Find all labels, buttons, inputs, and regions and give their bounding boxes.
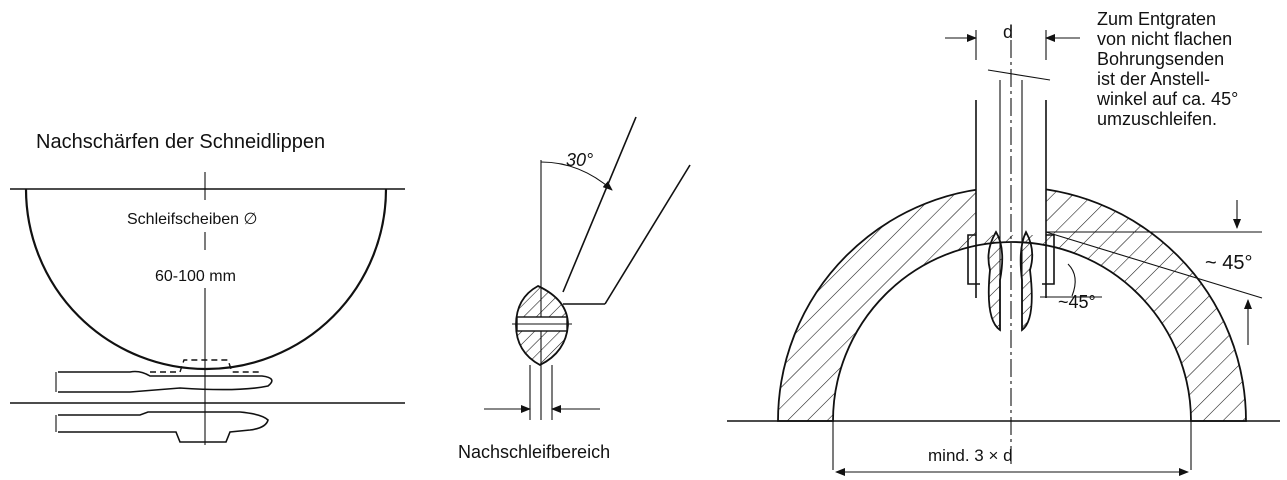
angle-inner-arc <box>1067 263 1076 297</box>
note-line-2: von nicht flachen <box>1097 29 1232 49</box>
cutter-dashed-profile <box>150 359 262 373</box>
note-line-6: umzuschleifen. <box>1097 109 1217 129</box>
grinding-wheel-outline <box>24 188 388 371</box>
wheel-label: Schleifscheiben ∅ <box>127 211 257 228</box>
blade-left <box>987 230 1004 332</box>
bore-step-left <box>967 234 980 285</box>
deburr-note: Zum Entgraten von nicht flachen Bohrungs… <box>1096 9 1238 129</box>
shank-break-line <box>987 69 1051 81</box>
tool-lower-body <box>58 411 269 443</box>
tool-upper-body <box>58 370 273 393</box>
note-line-3: Bohrungsenden <box>1097 49 1224 69</box>
shank-right-edge <box>604 164 691 305</box>
middle-panel: 30° Nachschleifbereich <box>458 116 691 462</box>
left-panel: Nachschärfen der Schneidlippen Schleifsc… <box>10 131 405 445</box>
angle-30-arc <box>540 161 613 191</box>
d-label: d <box>1003 22 1013 42</box>
note-line-5: winkel auf ca. 45° <box>1096 89 1238 109</box>
workpiece-section <box>777 186 1247 422</box>
blade-right <box>1019 230 1034 332</box>
regrind-caption: Nachschleifbereich <box>458 442 610 462</box>
angle-30-label: 30° <box>566 150 593 170</box>
note-line-1: Zum Entgraten <box>1097 9 1216 29</box>
angle-outer-ref-diag <box>1045 231 1263 299</box>
right-panel: d Zum Entgraten von nicht flachen Bohrun… <box>727 9 1280 476</box>
angle-outer-label: ~ 45° <box>1205 252 1252 274</box>
note-line-4: ist der Anstell- <box>1097 69 1210 89</box>
min-width-label: mind. 3 × d <box>928 446 1013 465</box>
wheel-size-label: 60-100 mm <box>155 268 236 285</box>
shank-left-edge <box>562 116 637 293</box>
left-title: Nachschärfen der Schneidlippen <box>36 131 325 153</box>
angle-inner-label: ~45° <box>1058 292 1096 312</box>
bore-step-right <box>1042 234 1055 285</box>
